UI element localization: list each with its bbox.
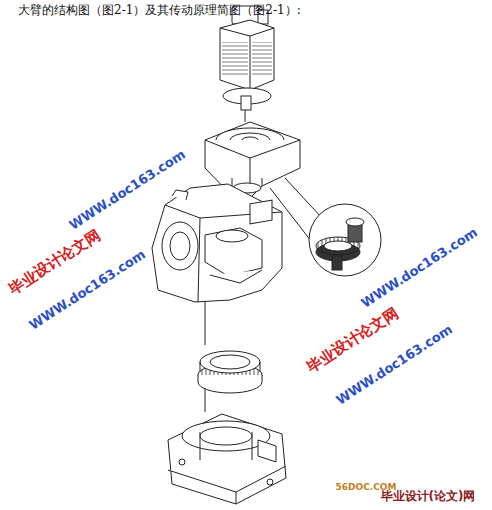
base	[168, 414, 286, 504]
figure-title: 大臂的结构图（图2-1）及其传动原理简图（图2-1）:	[18, 4, 301, 17]
watermark: 毕业设计(论文)网	[379, 490, 478, 503]
axis-line	[245, 110, 246, 122]
leader-line	[285, 178, 322, 218]
gear-detail	[309, 204, 381, 276]
arm-body	[152, 184, 282, 302]
servo-motor	[220, 6, 274, 110]
axis-line	[205, 300, 206, 345]
bearing-gear	[198, 351, 262, 393]
axis-line	[205, 387, 206, 412]
